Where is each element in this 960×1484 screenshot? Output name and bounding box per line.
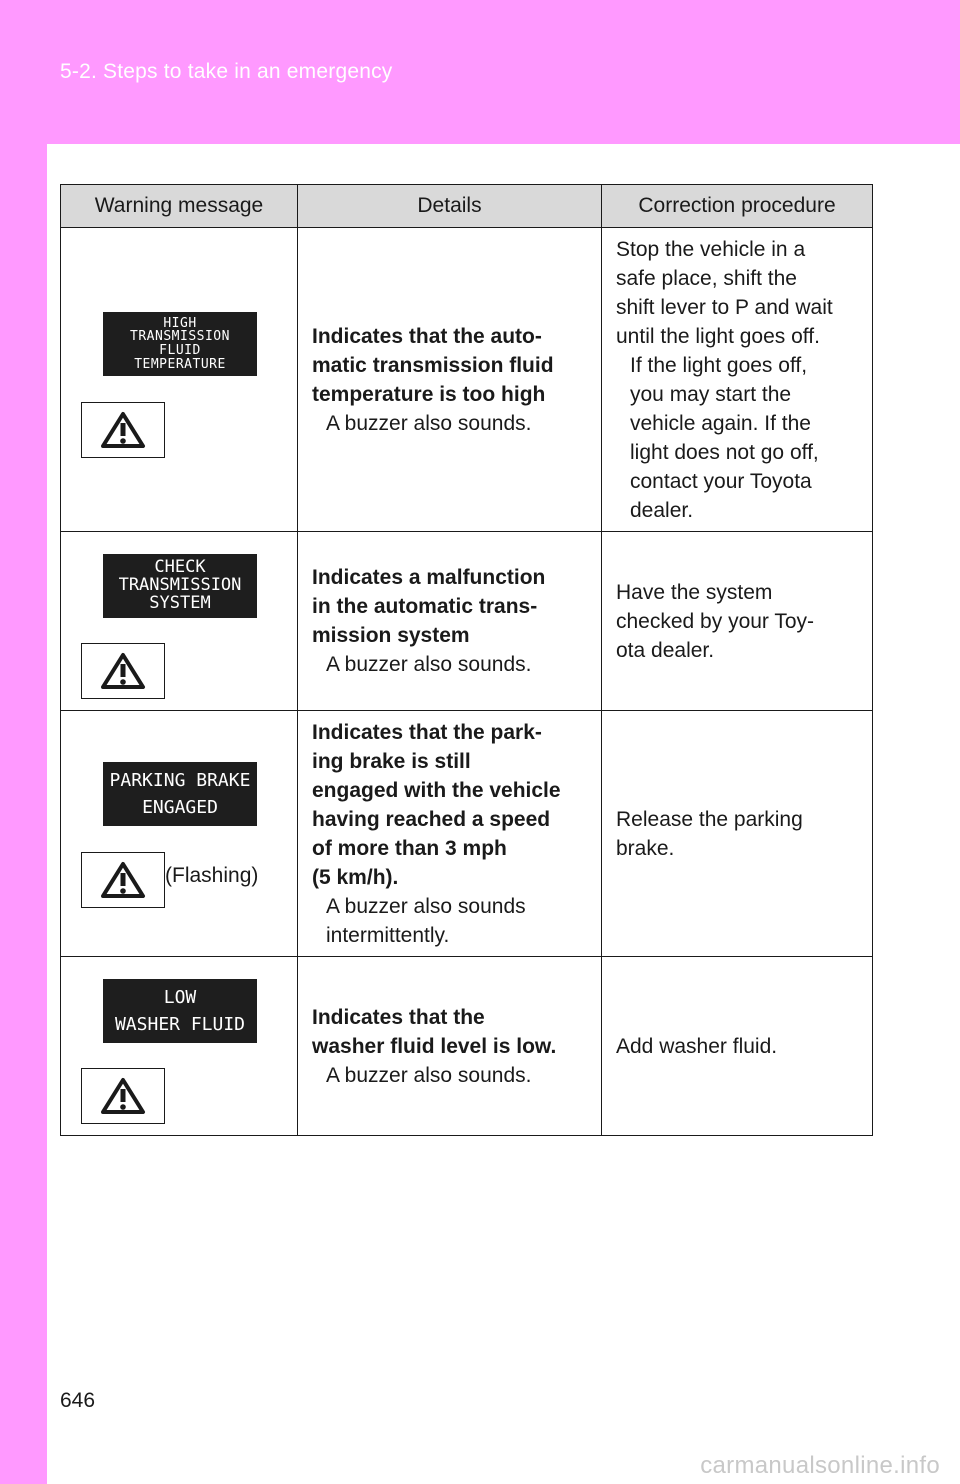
warning-triangle-icon	[81, 1068, 165, 1124]
details-note: A buzzer also sounds intermittently.	[326, 894, 526, 947]
warning-message-cell: CHECK TRANSMISSION SYSTEM	[60, 531, 298, 711]
details-note: A buzzer also sounds.	[326, 1063, 532, 1087]
table-row: CHECK TRANSMISSION SYSTEM Indicates a ma…	[60, 531, 873, 711]
col-header-correction-procedure: Correction procedure	[601, 184, 873, 228]
details-description: Indicates a malfunction in the automatic…	[312, 566, 546, 647]
warning-triangle-icon	[81, 852, 165, 908]
correction-text: Have the system checked by your Toy- ota…	[616, 580, 815, 662]
watermark: carmanualsonline.info	[700, 1452, 940, 1479]
details-cell: Indicates that the washer fluid level is…	[297, 956, 602, 1136]
table-row: LOW WASHER FLUID Indicates that the wash…	[60, 956, 873, 1136]
details-description: Indicates that the washer fluid level is…	[312, 1005, 557, 1058]
details-cell: Indicates a malfunction in the automatic…	[297, 531, 602, 711]
details-cell: Indicates that the park- ing brake is st…	[297, 710, 602, 957]
message-display-check-transmission-system: CHECK TRANSMISSION SYSTEM	[103, 554, 257, 618]
table-row: HIGH TRANSMISSION FLUID TEMPERATURE Indi…	[60, 227, 873, 532]
warning-triangle-icon	[81, 402, 165, 458]
correction-cell: Stop the vehicle in a safe place, shift …	[601, 227, 873, 532]
details-cell: Indicates that the auto- matic transmiss…	[297, 227, 602, 532]
table-header-row: Warning message Details Correction proce…	[60, 184, 873, 228]
correction-text: Release the parking brake.	[616, 807, 803, 860]
header-band	[0, 0, 960, 144]
message-display-parking-brake-engaged: PARKING BRAKE ENGAGED	[103, 762, 257, 826]
col-header-warning-message: Warning message	[60, 184, 298, 228]
warning-triangle-icon	[81, 643, 165, 699]
details-note: A buzzer also sounds.	[326, 653, 532, 676]
correction-cell: Add washer fluid.	[601, 956, 873, 1136]
warning-message-cell: PARKING BRAKE ENGAGED (Flashing)	[60, 710, 298, 957]
flashing-note: (Flashing)	[165, 864, 259, 887]
correction-text: Stop the vehicle in a safe place, shift …	[616, 237, 833, 348]
correction-text: Add washer fluid.	[616, 1034, 778, 1058]
correction-note: If the light goes off, you may start the…	[630, 353, 819, 522]
details-note: A buzzer also sounds.	[326, 411, 532, 435]
details-description: Indicates that the park- ing brake is st…	[312, 720, 561, 889]
page-number: 646	[60, 1389, 96, 1412]
warning-message-cell: LOW WASHER FLUID	[60, 956, 298, 1136]
message-display-low-washer-fluid: LOW WASHER FLUID	[103, 979, 257, 1043]
warning-table: Warning message Details Correction proce…	[60, 184, 873, 1136]
details-description: Indicates that the auto- matic transmiss…	[312, 324, 554, 406]
warning-message-cell: HIGH TRANSMISSION FLUID TEMPERATURE	[60, 227, 298, 532]
correction-cell: Release the parking brake.	[601, 710, 873, 957]
section-title: 5-2. Steps to take in an emergency	[60, 60, 393, 83]
table-row: PARKING BRAKE ENGAGED (Flashing) Indicat…	[60, 710, 873, 957]
correction-cell: Have the system checked by your Toy- ota…	[601, 531, 873, 711]
col-header-details: Details	[297, 184, 602, 228]
message-display-high-transmission-fluid-temperature: HIGH TRANSMISSION FLUID TEMPERATURE	[103, 312, 257, 376]
side-band	[0, 144, 47, 1484]
